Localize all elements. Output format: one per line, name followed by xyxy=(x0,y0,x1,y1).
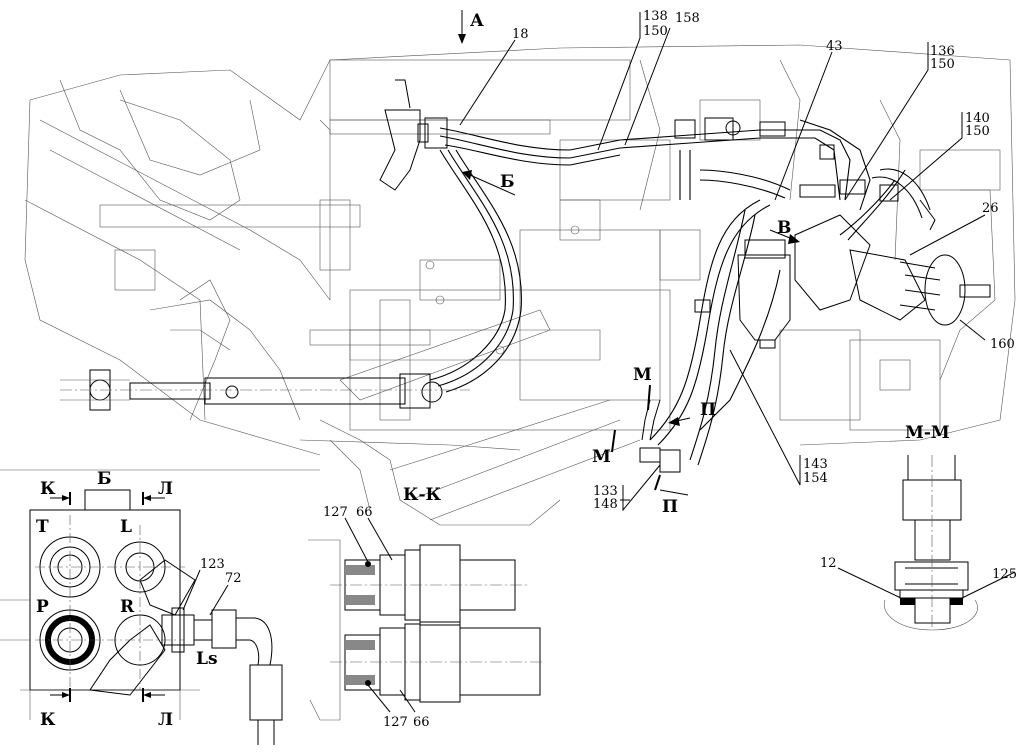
section-mark-l-top: Л xyxy=(158,479,173,499)
callout-150c: 150 xyxy=(965,124,990,139)
section-label-mm: М-М xyxy=(905,423,950,443)
callout-150b: 150 xyxy=(930,57,955,72)
section-mark-k-top: К xyxy=(40,479,56,499)
port-label-r: R xyxy=(120,597,135,617)
chassis-background xyxy=(24,44,1016,526)
callout-26: 26 xyxy=(982,201,999,216)
view-label-p-upper: П xyxy=(700,400,716,420)
callout-138: 138 xyxy=(643,9,668,24)
callout-133: 133 xyxy=(593,484,618,499)
view-markers xyxy=(458,10,800,496)
callout-140: 140 xyxy=(965,111,990,126)
callout-136: 136 xyxy=(930,44,955,59)
view-label-m-upper: М xyxy=(633,365,652,385)
view-label-b: Б xyxy=(500,172,515,192)
callout-18: 18 xyxy=(512,27,529,42)
section-mark-k-bottom: К xyxy=(40,710,56,730)
callout-127b: 127 xyxy=(383,715,408,730)
port-label-ls: Ls xyxy=(196,649,218,669)
port-label-t: T xyxy=(36,517,49,537)
section-mm-detail xyxy=(837,455,1016,631)
section-label-kk: К-К xyxy=(403,485,442,505)
callout-72: 72 xyxy=(225,571,242,586)
section-kk-detail xyxy=(308,517,545,721)
callout-158: 158 xyxy=(675,11,700,26)
callout-125: 125 xyxy=(992,567,1017,582)
callout-43: 43 xyxy=(826,39,843,54)
labels: А 18 138 150 158 43 136 150 140 150 26 1… xyxy=(36,9,1017,730)
view-label-m-lower: М xyxy=(592,447,611,467)
port-label-l: L xyxy=(120,517,132,537)
section-mark-l-bottom: Л xyxy=(158,710,173,730)
view-label-b-detail: Б xyxy=(97,469,112,489)
view-label-a: А xyxy=(470,11,484,31)
fittings xyxy=(60,79,991,473)
callout-150a: 150 xyxy=(643,24,668,39)
callout-148: 148 xyxy=(593,497,618,512)
view-label-p-lower: П xyxy=(662,497,678,517)
callout-12: 12 xyxy=(820,556,837,571)
callout-154: 154 xyxy=(803,471,828,486)
port-label-p: P xyxy=(36,597,49,617)
callout-160: 160 xyxy=(990,337,1015,352)
leader-lines xyxy=(459,12,986,512)
hydraulic-lines xyxy=(429,119,931,466)
callout-127a: 127 xyxy=(323,505,348,520)
callout-66b: 66 xyxy=(413,715,430,730)
callout-123: 123 xyxy=(200,557,225,572)
valve-block-detail xyxy=(0,489,283,745)
view-label-v: В xyxy=(777,218,791,238)
callout-143: 143 xyxy=(803,457,828,472)
callout-66a: 66 xyxy=(356,505,373,520)
